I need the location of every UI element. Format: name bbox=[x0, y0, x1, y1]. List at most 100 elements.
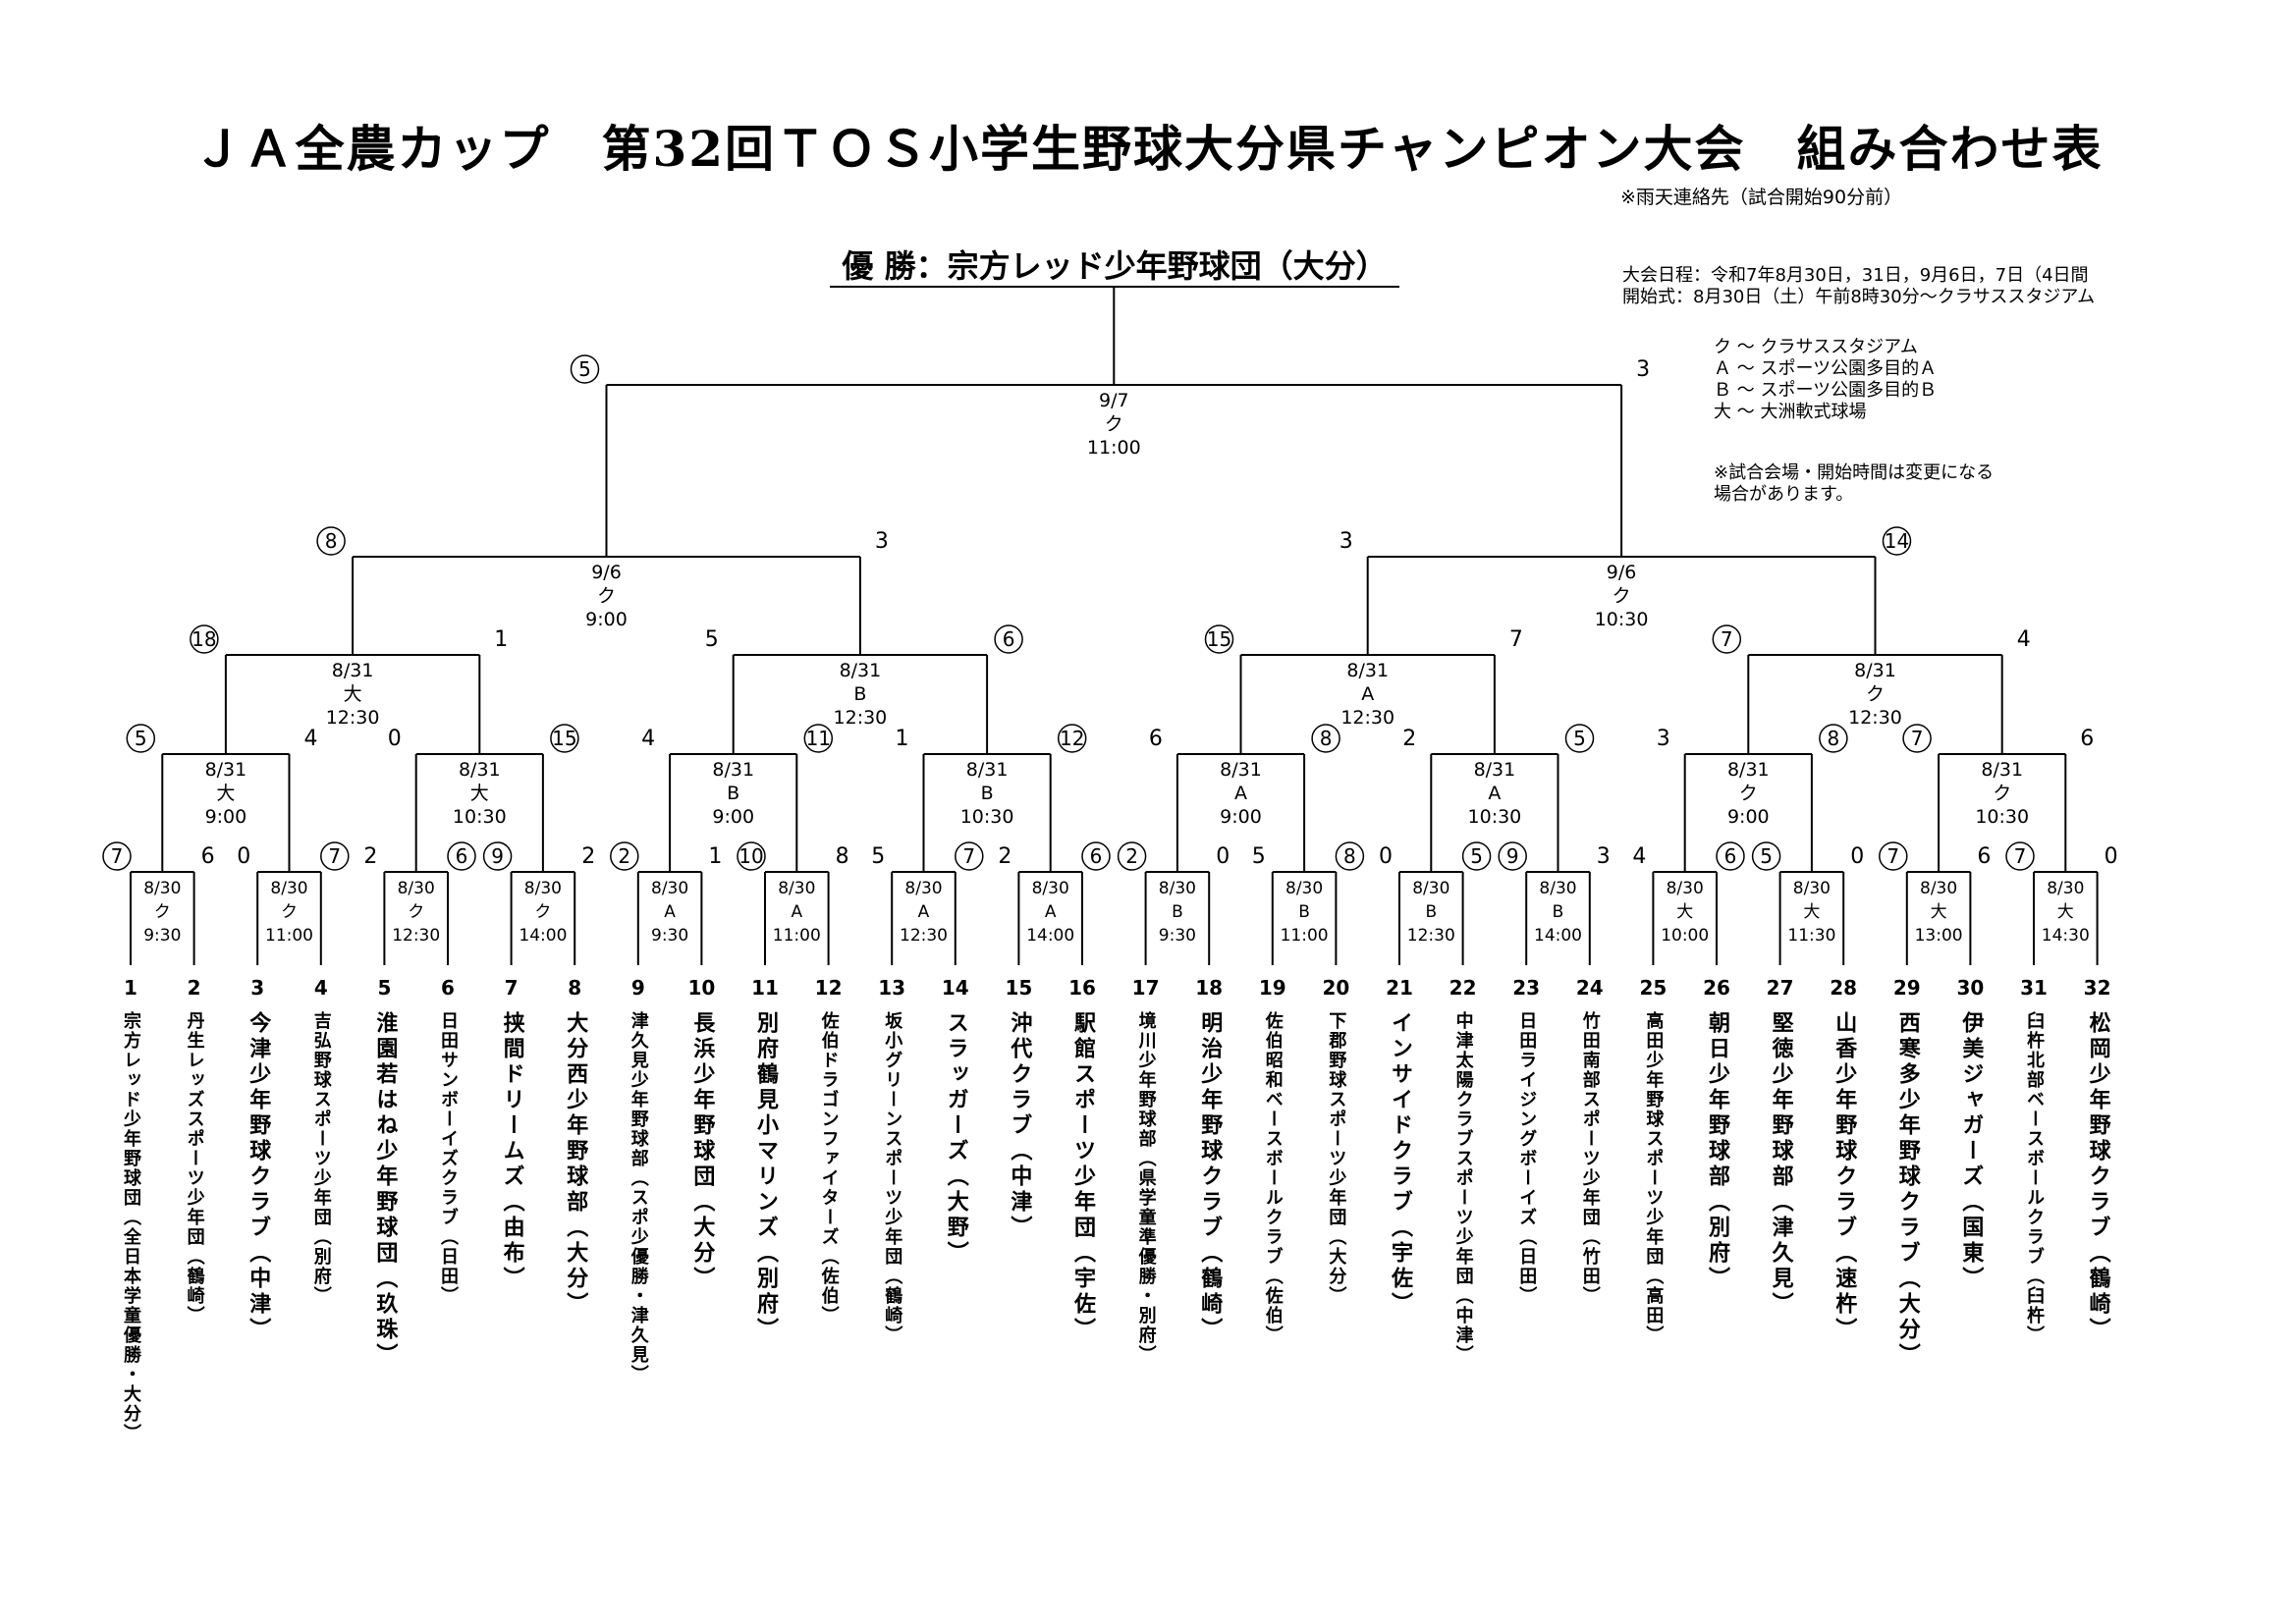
match-score-winner-circle bbox=[1879, 841, 1908, 871]
page-title: ＪＡ全農カップ 第32回ＴＯＳ小学生野球大分県チャンピオン大会 組み合わせ表 bbox=[192, 120, 2104, 178]
team-number: 31 bbox=[2020, 976, 2048, 1000]
match-score-winner-circle bbox=[482, 841, 513, 871]
match-score-winner-circle bbox=[320, 841, 350, 871]
team-name: 津久見少年野球部（スポ少優勝・津久見） bbox=[628, 1011, 649, 1384]
match-venue: B bbox=[1553, 902, 1564, 922]
team-number: 22 bbox=[1449, 976, 1477, 1000]
match-date: 8/30 bbox=[904, 879, 942, 898]
match-score-winner-circle bbox=[803, 724, 834, 753]
match-score: 3 bbox=[1597, 844, 1611, 869]
team-name: 堅徳少年野球部（津久見） bbox=[1768, 1011, 1793, 1318]
match-score: 0 bbox=[1216, 844, 1230, 869]
team-name: 沖代クラブ（中津） bbox=[1007, 1011, 1032, 1241]
match-date: 8/31 bbox=[1220, 759, 1262, 781]
team-number: 24 bbox=[1576, 976, 1604, 1000]
match-score: 7 bbox=[1509, 627, 1523, 652]
match-venue: ク bbox=[281, 902, 298, 922]
match-time: 9:30 bbox=[143, 926, 181, 946]
team-number: 30 bbox=[1956, 976, 1984, 1000]
match-score: 5 bbox=[871, 844, 885, 869]
match-score-winner: 9 bbox=[1506, 844, 1519, 868]
match-date: 8/31 bbox=[1474, 759, 1516, 781]
match-score: 0 bbox=[237, 844, 250, 869]
schedule-dates: 大会日程：令和7年8月30日，31日，9月6日，7日（4日間 bbox=[1622, 265, 2089, 286]
match-score-winner: 8 bbox=[1320, 727, 1333, 750]
team-number: 1 bbox=[124, 976, 137, 1000]
match-venue: 大 bbox=[344, 683, 362, 705]
team-number: 6 bbox=[441, 976, 455, 1000]
match-score: 3 bbox=[1657, 727, 1670, 751]
team-name: 今津少年野球クラブ（中津） bbox=[246, 1011, 271, 1343]
team-name: 挟間ドリームズ（由布） bbox=[499, 1011, 524, 1292]
match-score: 0 bbox=[1850, 844, 1864, 869]
match-score-winner: 14 bbox=[1885, 529, 1909, 553]
match-time: 12:30 bbox=[834, 707, 888, 729]
match-time: 12:30 bbox=[1340, 707, 1394, 729]
team-number: 7 bbox=[505, 976, 519, 1000]
match-venue: B bbox=[853, 683, 866, 705]
match-score-winner-circle bbox=[1335, 841, 1365, 871]
match-score: 2 bbox=[581, 844, 595, 869]
match-score-winner: 7 bbox=[1886, 844, 1899, 868]
match-time: 9:00 bbox=[585, 609, 628, 630]
match-score: 6 bbox=[2080, 727, 2094, 751]
match-score-winner-circle bbox=[1564, 724, 1595, 753]
match-venue: ク bbox=[154, 902, 171, 922]
match-score-winner-circle bbox=[1311, 724, 1340, 753]
team-name: 伊美ジャガーズ（国東） bbox=[1958, 1011, 1984, 1292]
team-name: 長浜少年野球団（大分） bbox=[689, 1011, 715, 1292]
team-number: 18 bbox=[1195, 976, 1223, 1000]
match-score: 3 bbox=[1339, 529, 1353, 554]
match-venue: 大 bbox=[2057, 902, 2074, 922]
venue-legend: ク ～ クラサススタジアム Ａ ～ スポーツ公園多目的Ａ Ｂ ～ スポーツ公園多… bbox=[1714, 337, 1937, 423]
team-number: 8 bbox=[568, 976, 581, 1000]
match-date: 8/30 bbox=[1412, 879, 1449, 898]
match-score-winner: 12 bbox=[1060, 727, 1084, 750]
team-name: 日田サンボーイズクラブ（日田） bbox=[438, 1011, 459, 1306]
venue-legend-item: 大 ～ 大洲軟式球場 bbox=[1714, 402, 1867, 422]
match-date: 8/30 bbox=[1539, 879, 1576, 898]
match-time: 11:00 bbox=[1281, 926, 1329, 946]
match-score: 6 bbox=[1149, 727, 1163, 751]
match-score-winner-circle bbox=[1712, 624, 1742, 654]
team-name: 境川少年野球部（県学童準優勝・別府） bbox=[1135, 1011, 1157, 1365]
match-date: 8/30 bbox=[1159, 879, 1196, 898]
match-venue: A bbox=[1361, 683, 1374, 705]
match-date: 8/31 bbox=[1346, 660, 1389, 681]
champion-label: 優 勝：宗方レッド少年野球団（大分） bbox=[842, 247, 1388, 285]
match-date: 8/30 bbox=[1285, 879, 1323, 898]
match-score-winner-circle bbox=[610, 841, 639, 871]
match-venue: 大 bbox=[1931, 902, 1947, 922]
match-date: 8/31 bbox=[1981, 759, 2023, 781]
match-score-winner: 6 bbox=[1724, 844, 1737, 868]
match-venue: A bbox=[1045, 902, 1057, 922]
match-venue: B bbox=[1298, 902, 1310, 922]
match-score-winner: 7 bbox=[2014, 844, 2027, 868]
team-name: 明治少年野球クラブ（鶴崎） bbox=[1197, 1011, 1223, 1343]
team-name: 駅館スポーツ少年団（宇佐） bbox=[1070, 1011, 1095, 1343]
match-date: 9/6 bbox=[591, 562, 622, 583]
team-name: 西寒多少年野球クラブ（大分） bbox=[1894, 1011, 1920, 1369]
change-notice: ※試合会場・開始時間は変更になる 場合があります。 bbox=[1714, 462, 1994, 506]
match-date: 8/30 bbox=[398, 879, 435, 898]
match-score-winner-circle bbox=[126, 724, 156, 753]
match-score-winner: 11 bbox=[806, 727, 831, 750]
match-venue: B bbox=[727, 783, 739, 804]
match-score-winner: 9 bbox=[491, 844, 504, 868]
match-score-winner: 7 bbox=[111, 844, 124, 868]
match-date: 9/7 bbox=[1099, 390, 1129, 411]
match-score-winner-circle bbox=[1081, 841, 1111, 871]
team-number: 19 bbox=[1259, 976, 1286, 1000]
match-venue: A bbox=[664, 902, 676, 922]
match-date: 8/31 bbox=[459, 759, 501, 781]
match-score: 4 bbox=[641, 727, 655, 751]
match-time: 12:30 bbox=[900, 926, 948, 946]
match-score: 8 bbox=[836, 844, 849, 869]
match-score-winner-circle bbox=[1882, 526, 1912, 556]
team-number: 16 bbox=[1068, 976, 1096, 1000]
match-venue: ク bbox=[408, 902, 424, 922]
team-number: 32 bbox=[2084, 976, 2111, 1000]
match-date: 8/30 bbox=[651, 879, 688, 898]
match-time: 9:00 bbox=[1220, 806, 1262, 828]
match-score-winner-circle bbox=[570, 354, 600, 384]
